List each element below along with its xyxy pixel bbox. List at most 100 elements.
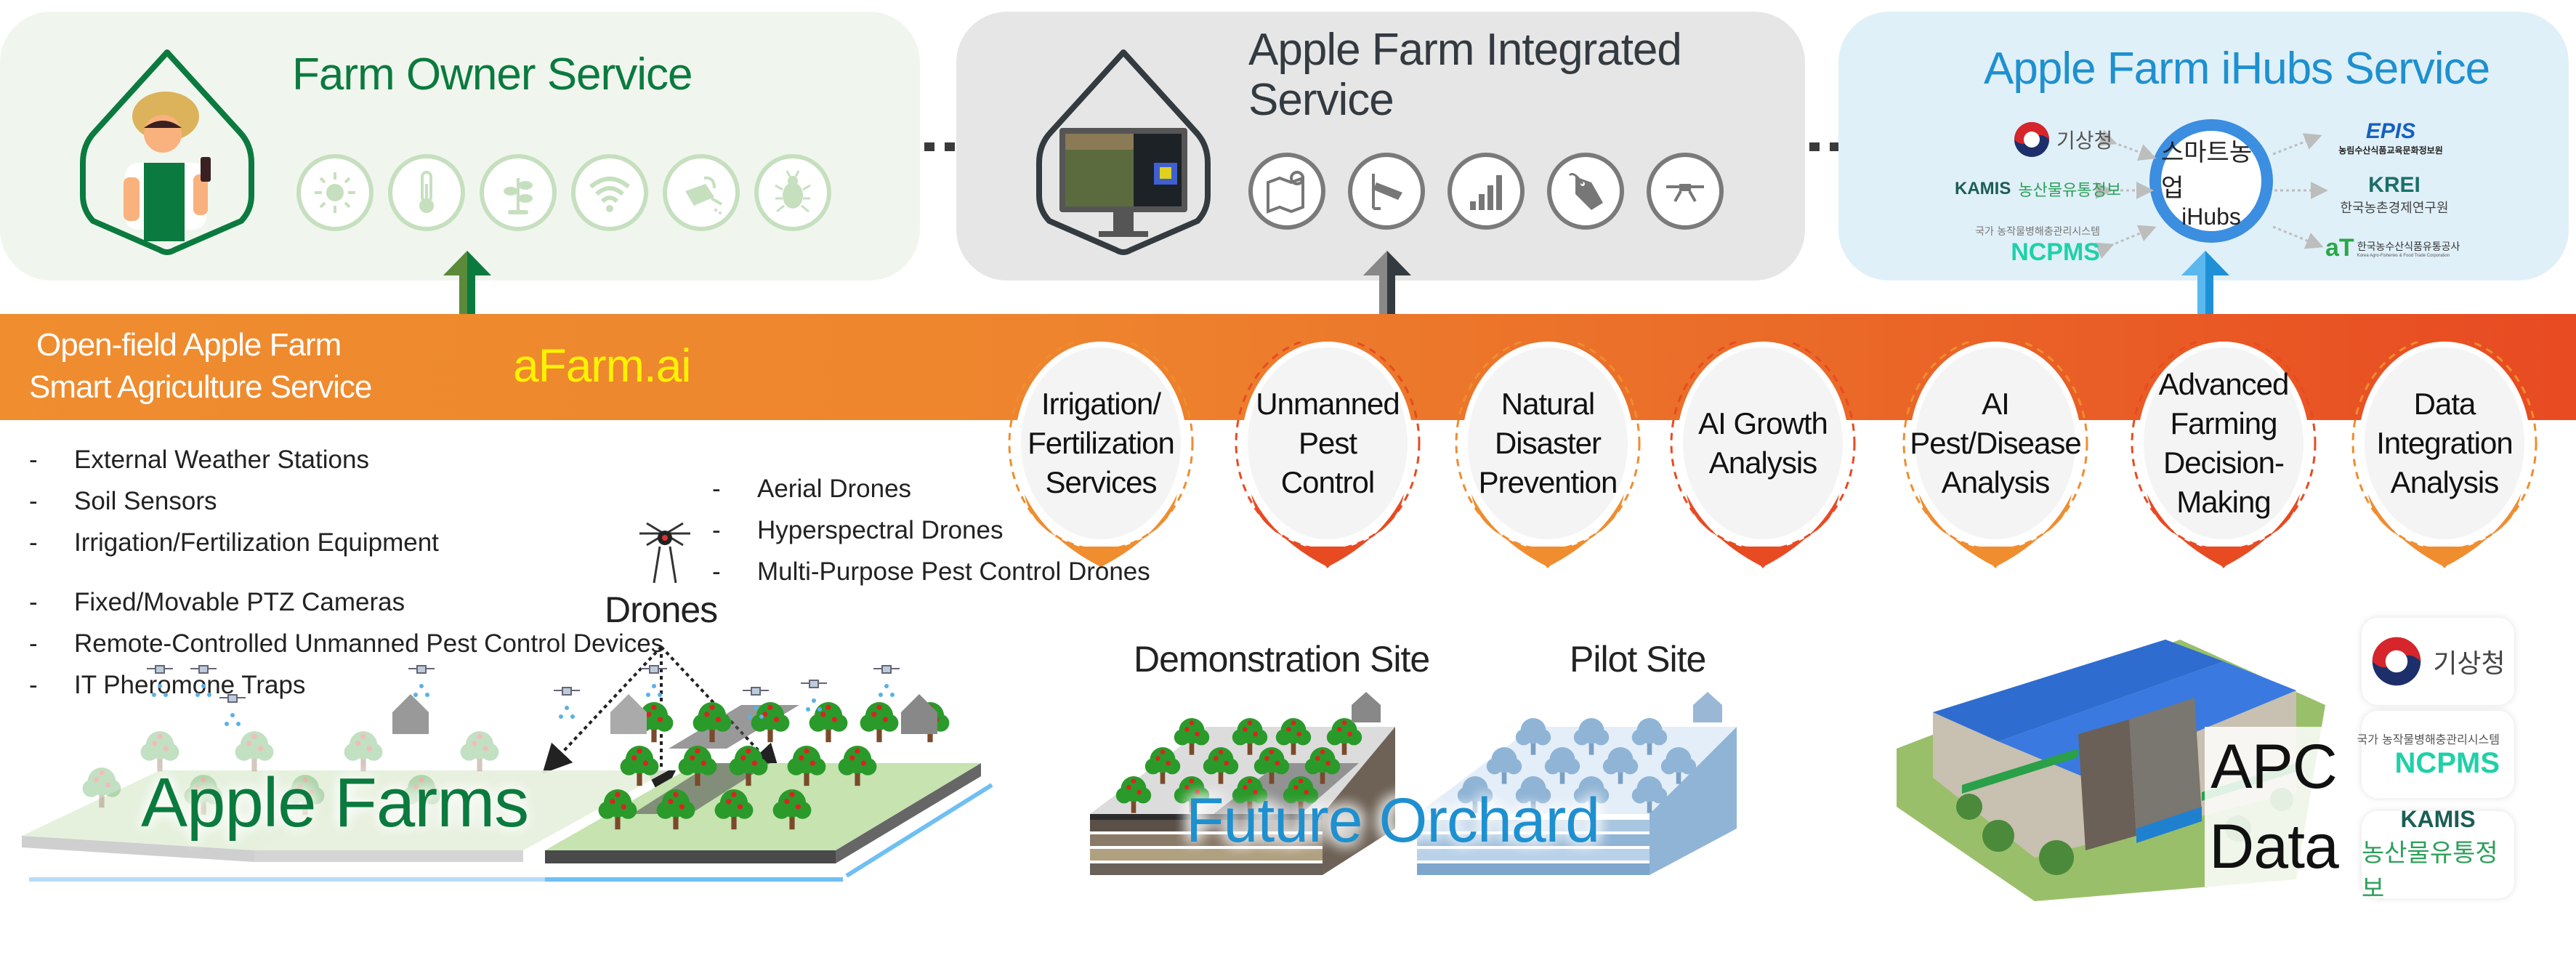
list-item: - Hyperspectral Drones: [712, 509, 1150, 551]
drone-icon: [873, 665, 900, 697]
tree-icon: [1232, 776, 1268, 813]
list-item: - Soil Sensors: [29, 480, 439, 522]
tree-icon: [1573, 718, 1610, 755]
tree-icon: [1660, 747, 1697, 784]
pin-shape: [1235, 336, 1421, 568]
tree-icon: [656, 789, 695, 830]
integrated-title-line1: Apple Farm Integrated: [1248, 25, 1682, 75]
pin-shape: [1902, 336, 2088, 568]
sprout-icon: [480, 154, 557, 231]
pin-shape: [2131, 336, 2317, 568]
apc-data-label: APC Data: [2205, 727, 2343, 887]
drone-icon: [190, 665, 217, 697]
list-item-text: Soil Sensors: [74, 487, 217, 515]
list-item: -Aerial Drones: [712, 468, 1150, 509]
pilot-site-label: Pilot Site: [1570, 639, 1706, 680]
ihubs-service-panel: Apple Farm iHubs Service 스마트농업 iHubs 기상청…: [1838, 12, 2569, 281]
epis-node: EPIS 농림수산식품교육문화정보원: [2338, 119, 2443, 156]
list-item-text: IT Pheromone Traps: [74, 671, 306, 699]
ncpms-node: 국가 농작물병해충관리시스템 NCPMS: [1975, 226, 2100, 266]
kma-logo-card: 기상청: [2362, 618, 2514, 705]
tree-icon: [82, 767, 121, 808]
tree-icon: [1573, 776, 1610, 813]
apple-farms-illustration: [22, 645, 993, 882]
bug-icon: [754, 154, 831, 231]
ihubs-hub: 스마트농업 iHubs: [2149, 119, 2273, 243]
list-item-text: External Weather Stations: [74, 446, 369, 474]
tree-icon: [1304, 747, 1341, 784]
ncpms-logo-card: 국가 농작물병해충관리시스템 NCPMS: [2357, 711, 2514, 798]
map-pin-icon: [1248, 153, 1325, 230]
data-label: Data: [2205, 807, 2343, 887]
drone-icon: [1647, 153, 1724, 230]
tree-icon: [787, 746, 826, 786]
tree-icon: [1486, 747, 1522, 784]
tree-icon: [751, 702, 790, 743]
afarm-brand: aFarm.ai: [513, 339, 691, 392]
tree-icon: [1602, 747, 1639, 784]
list-item-text: Hyperspectral Drones: [757, 516, 1004, 544]
kamis-node: KAMIS 농산물유통정보: [1955, 179, 2122, 200]
drones-label: Drones: [605, 589, 718, 630]
drone-icon: [641, 665, 667, 697]
tree-icon: [1253, 747, 1290, 784]
apple-farms-label: Apple Farms: [141, 764, 529, 842]
list-item-text: Multi-Purpose Pest Control Drones: [757, 557, 1150, 586]
list-item: -Fixed/Movable PTZ Cameras: [29, 581, 663, 623]
drone-icon: [219, 694, 246, 726]
drone-icon: [408, 665, 435, 697]
hexacopter-drone-icon: [639, 522, 690, 584]
tree-icon: [1515, 776, 1551, 813]
band-title: Open-field Apple Farm Smart Agriculture …: [29, 324, 372, 408]
farmer-avatar-icon: [80, 49, 254, 255]
wifi-icon: [571, 154, 648, 231]
farm-owner-title: Farm Owner Service: [292, 49, 693, 100]
tree-icon: [402, 775, 441, 815]
tree-icon: [1275, 718, 1312, 755]
list-item: -Remote-Controlled Unmanned Pest Control…: [29, 623, 663, 664]
list-bullet: -: [712, 557, 721, 586]
kamis-logo-card: KAMIS 농산물유통정보: [2362, 806, 2514, 903]
tree-icon: [1144, 747, 1181, 784]
pin-shape: [1455, 336, 1641, 568]
drone-icon: [147, 665, 173, 697]
list-bullet: -: [29, 671, 38, 699]
tree-icon: [140, 731, 179, 772]
list-item: - IT Pheromone Traps: [29, 664, 663, 706]
list-item: -External Weather Stations: [29, 439, 439, 480]
pin-shape: [1008, 336, 1194, 568]
future-orchard-illustration: [1090, 692, 1737, 875]
tree-icon: [620, 746, 659, 786]
list-bullet: -: [712, 516, 721, 544]
tree-icon: [1232, 718, 1268, 755]
equipment-list-2: -Fixed/Movable PTZ Cameras-Remote-Contro…: [29, 581, 663, 706]
future-orchard-label: Future Orchard: [1186, 786, 1600, 855]
tree-icon: [1631, 718, 1668, 755]
demonstration-site-label: Demonstration Site: [1134, 639, 1430, 680]
tree-icon: [678, 746, 717, 786]
tree-icon: [1283, 776, 1319, 813]
watering-can-icon: [663, 154, 740, 231]
cctv-camera-icon: [1348, 153, 1425, 230]
list-bullet: -: [29, 487, 38, 515]
tree-icon: [1457, 776, 1493, 813]
apc-label: APC: [2205, 727, 2343, 807]
band-title-line1: Open-field Apple Farm: [36, 327, 342, 363]
thermometer-icon: [388, 154, 465, 231]
list-item-text: Fixed/Movable PTZ Cameras: [74, 588, 405, 616]
list-item-text: Irrigation/Fertilization Equipment: [74, 528, 439, 557]
hub-label-korean: 스마트농업: [2161, 137, 2253, 203]
